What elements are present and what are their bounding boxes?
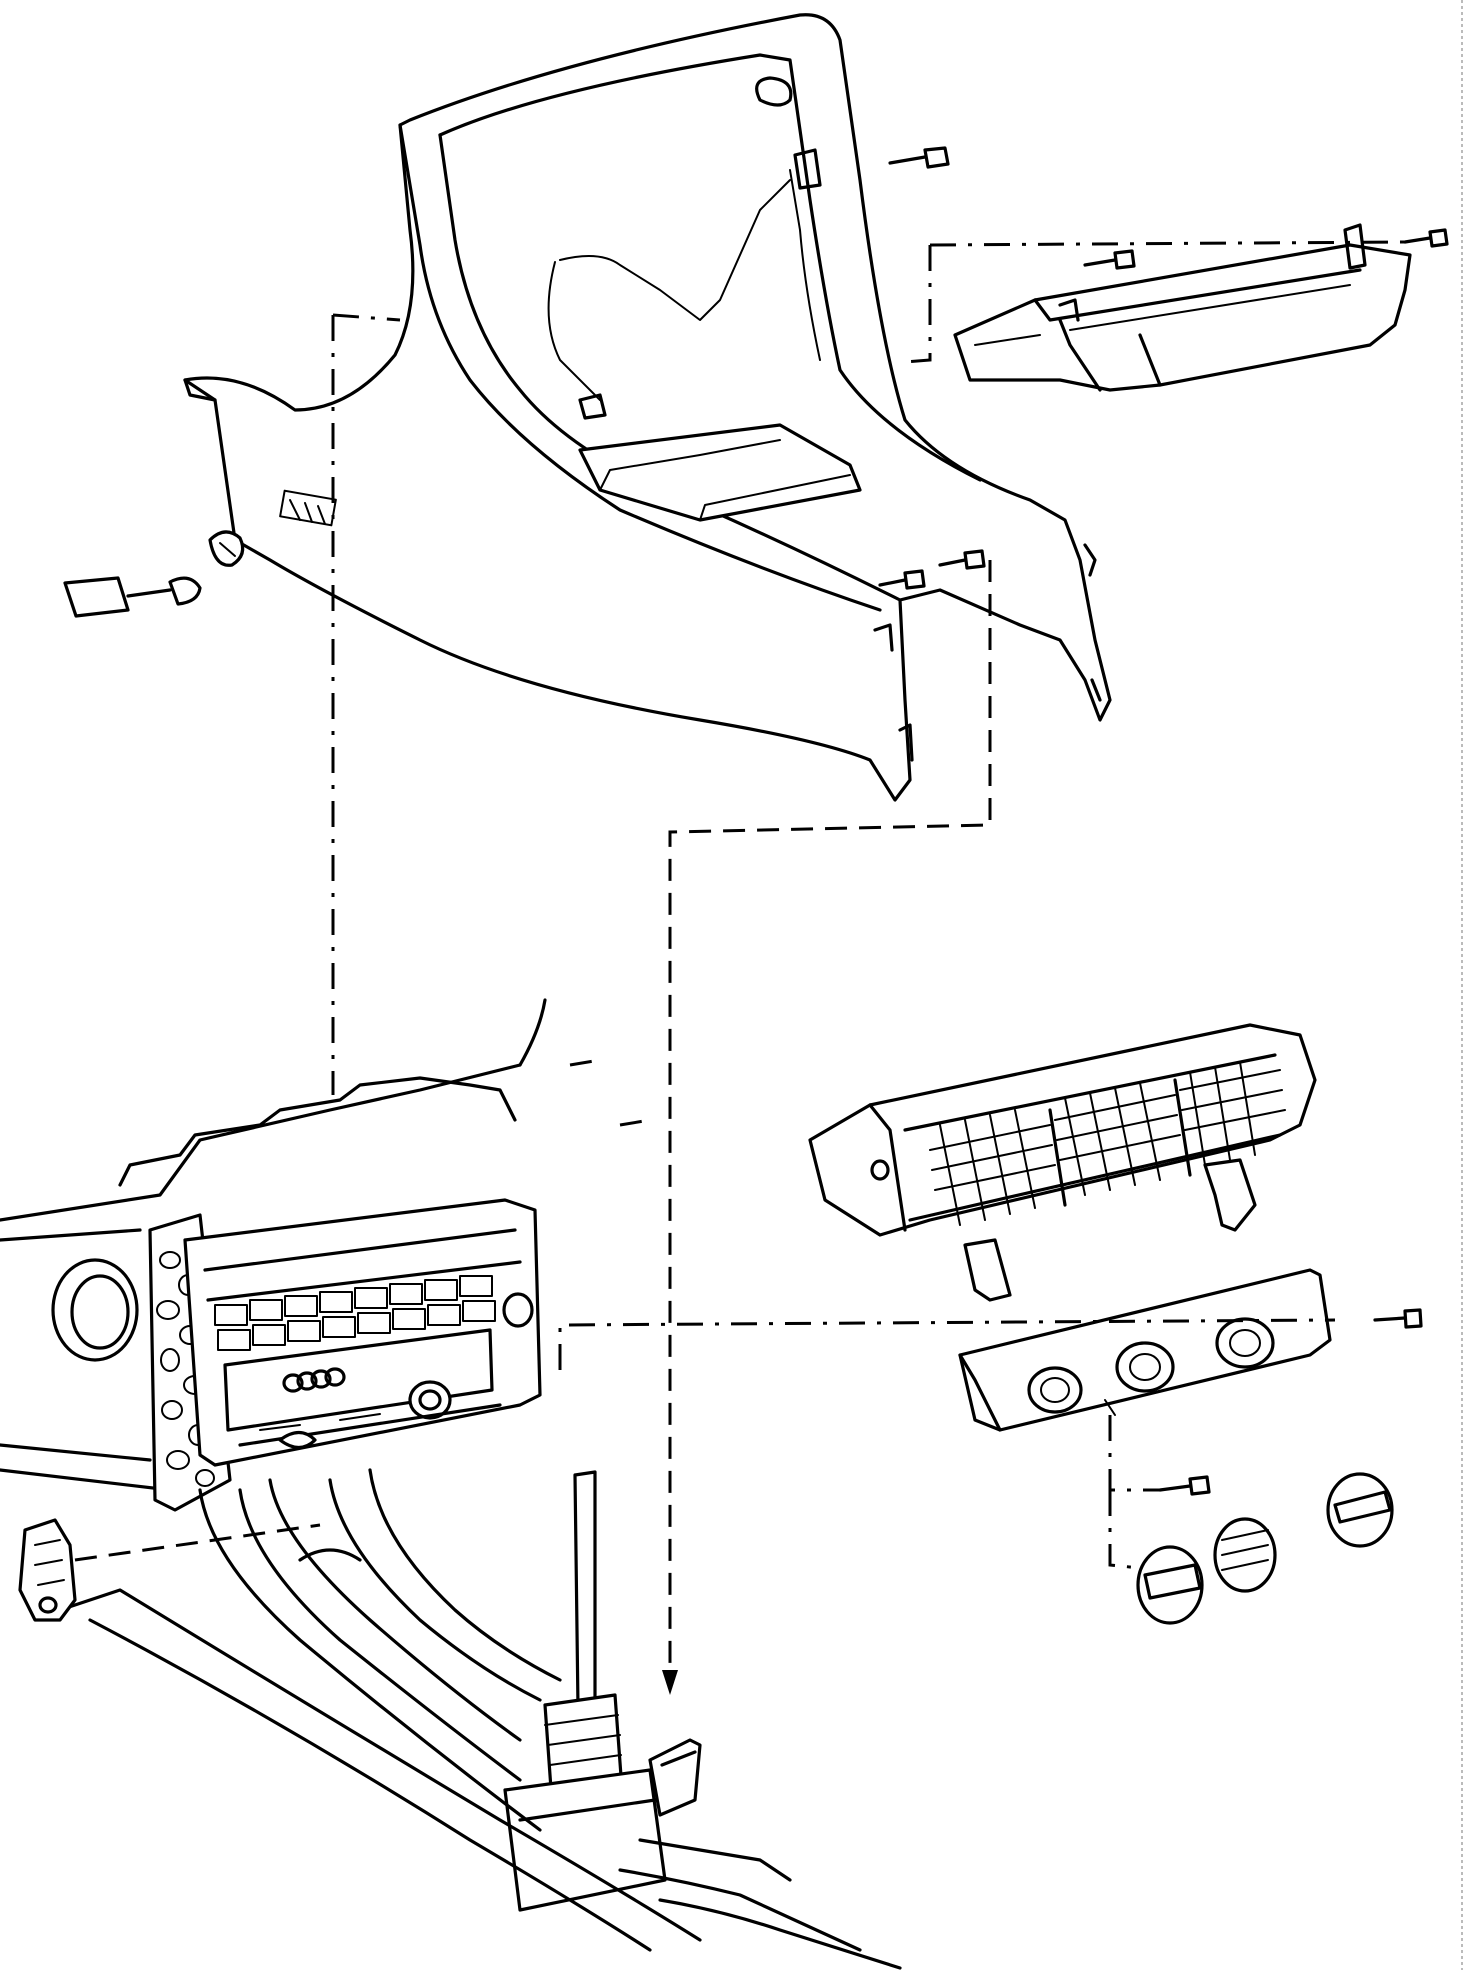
- screw-trim-panel-bottom: [1158, 1475, 1211, 1496]
- console-emblem: [279, 489, 337, 527]
- center-air-vent-assembly: [808, 1023, 1317, 1237]
- knob-center: [1213, 1517, 1277, 1593]
- mounting-bracket: [18, 1518, 77, 1622]
- climate-control-trim-panel: [958, 1268, 1332, 1432]
- screw-bin-left: [1083, 249, 1136, 270]
- control-dial-right: [1215, 1317, 1275, 1369]
- arrow-head: [662, 1670, 678, 1695]
- console-mounting-screws: [878, 146, 1449, 1496]
- screw-trim-panel-right: [1373, 1308, 1423, 1329]
- screw-console-rear-2: [938, 549, 986, 570]
- center-console-shell: [183, 13, 1112, 802]
- clip-nut: [208, 530, 245, 567]
- vent-slats: [929, 1061, 1286, 1226]
- assembly-guide-lines: [74, 240, 1406, 1695]
- console-trim-cover: [63, 576, 202, 618]
- side-air-vent: [51, 1258, 139, 1362]
- knob-right: [1326, 1472, 1394, 1548]
- four-ring-badge: [282, 1367, 346, 1393]
- console-rear-storage-bin: [953, 223, 1412, 392]
- radio-head-unit: [183, 1198, 542, 1467]
- gear-shift-lever: [503, 1470, 667, 1912]
- vent-mounting-clips: [963, 1158, 1257, 1302]
- screw-bin-top: [1403, 228, 1449, 248]
- screw-console-rear-1: [878, 569, 926, 590]
- floor-tunnel: [58, 1468, 902, 1970]
- shift-linkage-bracket: [648, 1738, 702, 1817]
- knob-left: [1136, 1545, 1204, 1625]
- screw-top-console: [888, 146, 950, 169]
- control-dial-left: [1027, 1366, 1083, 1414]
- radio-knob: [408, 1380, 452, 1420]
- control-dial-center: [1115, 1341, 1175, 1393]
- control-knobs: [1136, 1472, 1394, 1625]
